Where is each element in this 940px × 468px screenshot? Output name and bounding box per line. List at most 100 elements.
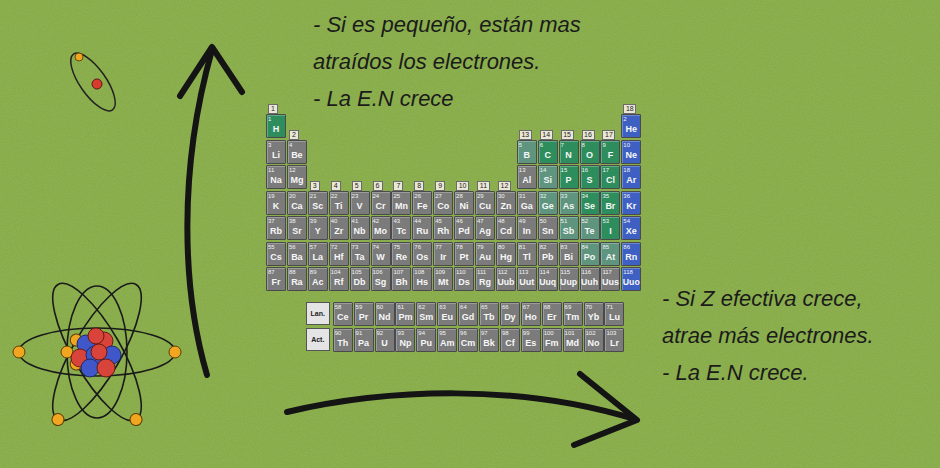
element-symbol: Pr xyxy=(359,312,369,323)
element-symbol: Ni xyxy=(460,201,469,212)
atomic-number: 65 xyxy=(481,304,488,311)
atomic-number: 52 xyxy=(582,218,589,225)
element-symbol: Md xyxy=(566,338,579,349)
element-cell: 1H xyxy=(266,114,286,138)
element-symbol: Rn xyxy=(625,252,637,263)
element-symbol: Se xyxy=(584,201,595,212)
element-cell: 109Mt xyxy=(433,267,453,291)
atomic-number: 89 xyxy=(310,269,317,276)
group-number: 10 xyxy=(459,182,467,190)
element-cell: 97Bk xyxy=(479,328,499,352)
atomic-number: 78 xyxy=(456,244,463,251)
element-cell: 116Uuh xyxy=(580,267,600,291)
element-cell: 79Au xyxy=(475,242,495,266)
element-cell: 68Er xyxy=(542,302,562,326)
element-cell: 77Ir xyxy=(433,242,453,266)
element-symbol: Rg xyxy=(479,277,491,288)
element-symbol: Cr xyxy=(375,201,385,212)
element-cell: 64Gd xyxy=(458,302,478,326)
atomic-number: 55 xyxy=(268,244,275,251)
element-symbol: Cu xyxy=(479,201,491,212)
element-cell: 31Ga xyxy=(517,191,537,215)
element-symbol: Ga xyxy=(521,201,533,212)
element-cell: 78Pt xyxy=(454,242,474,266)
group-number: 3 xyxy=(313,182,317,190)
atomic-number: 70 xyxy=(586,304,593,311)
annotation-text: - Si Z efectiva crece, atrae más electro… xyxy=(662,280,907,354)
element-symbol: Uub xyxy=(497,277,514,288)
element-symbol: Fr xyxy=(272,277,281,288)
arrow-head xyxy=(180,47,242,96)
electron xyxy=(50,411,66,427)
element-symbol: Yb xyxy=(588,312,600,323)
atomic-number: 92 xyxy=(377,330,384,337)
atomic-number: 12 xyxy=(289,167,296,174)
element-cell: 75Re xyxy=(391,242,411,266)
element-cell: 40Zr xyxy=(329,216,349,240)
element-symbol: Mn xyxy=(395,201,408,212)
atomic-number: 88 xyxy=(289,269,296,276)
element-cell: 104Rf xyxy=(329,267,349,291)
element-symbol: Hf xyxy=(334,252,344,263)
element-cell: 74W xyxy=(371,242,391,266)
atomic-number: 41 xyxy=(352,218,359,225)
element-symbol: Ir xyxy=(440,252,446,263)
atomic-number: 60 xyxy=(377,304,384,311)
element-symbol: Eu xyxy=(441,312,453,323)
element-symbol: Ra xyxy=(291,277,303,288)
group-number-tab: 5 xyxy=(352,181,362,191)
element-symbol: Nb xyxy=(354,226,366,237)
atomic-number: 5 xyxy=(519,142,522,149)
element-cell: 57La xyxy=(308,242,328,266)
atomic-number: 1 xyxy=(268,116,271,123)
element-symbol: Bi xyxy=(564,252,573,263)
element-cell: 32Ge xyxy=(538,191,558,215)
atomic-number: 47 xyxy=(477,218,484,225)
element-symbol: Sg xyxy=(375,277,387,288)
element-symbol: Au xyxy=(479,252,491,263)
element-symbol: Cm xyxy=(461,338,476,349)
atomic-number: 24 xyxy=(373,193,380,200)
group-number-tab: 13 xyxy=(519,130,532,140)
element-cell: 72Hf xyxy=(329,242,349,266)
atomic-number: 69 xyxy=(565,304,572,311)
element-symbol: Cs xyxy=(270,252,282,263)
element-symbol: Uuh xyxy=(581,277,598,288)
element-symbol: Rf xyxy=(334,277,344,288)
atomic-number: 61 xyxy=(397,304,404,311)
element-symbol: Sr xyxy=(292,226,302,237)
element-cell: 91Pa xyxy=(354,328,374,352)
atomic-number: 84 xyxy=(582,244,589,251)
element-cell: 26Fe xyxy=(412,191,432,215)
element-symbol: Ba xyxy=(291,252,303,263)
element-symbol: Os xyxy=(416,252,428,263)
element-symbol: Db xyxy=(354,277,366,288)
group-number: 5 xyxy=(355,182,359,190)
element-cell: 81Tl xyxy=(517,242,537,266)
element-symbol: Th xyxy=(337,338,348,349)
atomic-number: 72 xyxy=(331,244,338,251)
atomic-number: 63 xyxy=(439,304,446,311)
element-cell: 46Pd xyxy=(454,216,474,240)
element-symbol: Tm xyxy=(566,312,580,323)
element-cell: 38Sr xyxy=(287,216,307,240)
atomic-number: 62 xyxy=(418,304,425,311)
atomic-number: 81 xyxy=(519,244,526,251)
element-symbol: Mt xyxy=(438,277,449,288)
atomic-number: 83 xyxy=(561,244,568,251)
element-cell: 96Cm xyxy=(458,328,478,352)
element-symbol: Fm xyxy=(545,338,559,349)
element-symbol: Am xyxy=(440,338,455,349)
element-symbol: Sc xyxy=(312,201,323,212)
element-cell: 52Te xyxy=(580,216,600,240)
element-symbol: Ta xyxy=(355,252,365,263)
atomic-number: 20 xyxy=(289,193,296,200)
atomic-number: 39 xyxy=(310,218,317,225)
element-cell: 108Hs xyxy=(412,267,432,291)
element-symbol: Dy xyxy=(504,312,516,323)
group-number-tab: 10 xyxy=(456,181,469,191)
group-number-tab: 16 xyxy=(582,130,595,140)
atomic-number: 58 xyxy=(335,304,342,311)
element-symbol: Cd xyxy=(500,226,512,237)
element-symbol: Uup xyxy=(560,277,577,288)
